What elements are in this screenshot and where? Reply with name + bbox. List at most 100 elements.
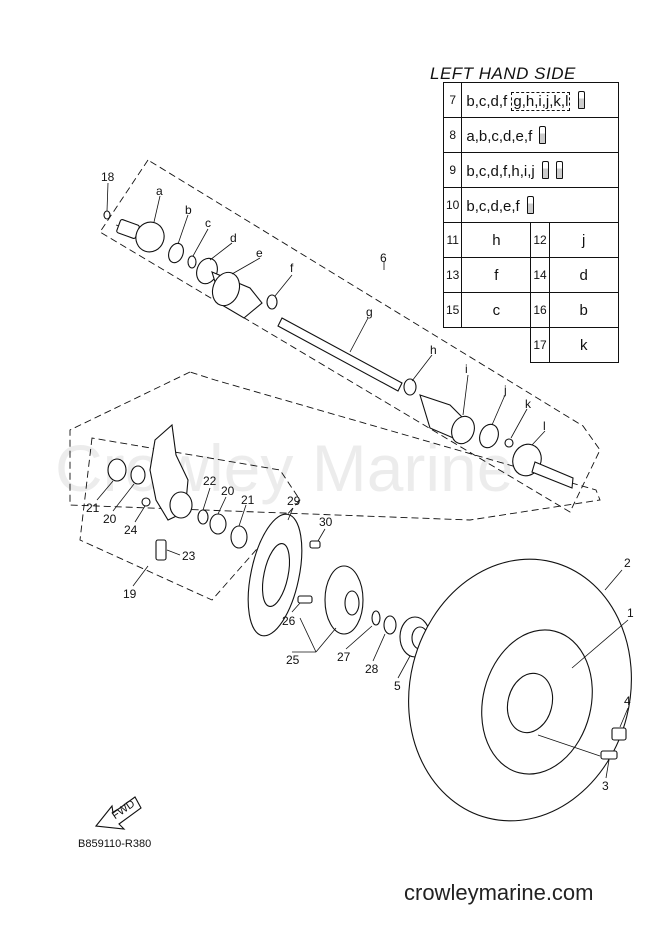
callout-a: a <box>156 184 163 198</box>
grease-bottle-icon <box>577 90 585 109</box>
legend-row: 15 c 16 b <box>442 292 619 328</box>
bearing-20 <box>130 465 146 485</box>
grease-bottle-icon <box>541 160 549 179</box>
nut-28 <box>383 615 397 635</box>
legend-value: k <box>548 327 619 363</box>
legend-row: 10 b,c,d,e,f <box>442 187 619 223</box>
callout-5: 5 <box>394 679 401 693</box>
grease-bottle-icon <box>556 160 564 179</box>
callout-27: 27 <box>337 650 351 664</box>
legend-num: 12 <box>530 222 550 258</box>
callout-22: 22 <box>203 474 217 488</box>
legend-num: 15 <box>442 292 463 328</box>
wheel-nut-4 <box>611 727 627 741</box>
legend-num: 9 <box>442 152 463 188</box>
legend-code-text: a,b,c,d,e,f <box>466 127 533 145</box>
legend-num: 17 <box>530 327 550 363</box>
washer-28 <box>371 610 381 626</box>
boot-e <box>211 271 263 319</box>
callout-b: b <box>185 203 192 217</box>
callout-18: 18 <box>101 170 115 184</box>
legend-value: d <box>548 257 619 293</box>
circlip-24 <box>141 497 151 507</box>
legend-code: b,c,d,f g,h,i,j,k,l <box>461 82 619 118</box>
legend-empty-cell <box>443 327 532 363</box>
callout-23: 23 <box>182 549 196 563</box>
callout-f: f <box>290 261 294 275</box>
oring-18 <box>103 210 111 220</box>
legend-code-text: b,c,d,e,f <box>466 197 520 215</box>
circlip-b <box>168 242 184 264</box>
callout-6: 6 <box>380 251 387 265</box>
callout-20a: 20 <box>103 512 117 526</box>
callout-24: 24 <box>124 523 138 537</box>
callout-d: d <box>230 231 237 245</box>
knuckle-group-boundary <box>79 437 301 601</box>
legend-value: f <box>461 257 532 293</box>
legend-code-group: g,h,i,j,k,l <box>511 91 571 111</box>
callout-h: h <box>430 343 437 357</box>
bolt-30 <box>309 540 321 549</box>
callout-19: 19 <box>123 587 137 601</box>
legend-value: b <box>548 292 619 328</box>
callout-26: 26 <box>282 614 296 628</box>
legend-value: j <box>548 222 619 258</box>
circlip-k <box>504 438 514 448</box>
callout-e: e <box>256 246 263 260</box>
legend-num: 16 <box>530 292 550 328</box>
inner-cv-joint-l <box>512 443 574 489</box>
legend-row: 17 k <box>443 327 619 363</box>
diagram-ref-code: B859110-R380 <box>78 838 152 850</box>
callout-k: k <box>525 397 532 411</box>
driveshaft-group-boundary <box>99 159 601 513</box>
oil-seal-21 <box>107 458 127 482</box>
callout-25: 25 <box>286 653 300 667</box>
legend-code-text: b,c,d,f,h,i,j <box>466 162 535 180</box>
oil-seal-21b <box>230 525 248 549</box>
callout-1: 1 <box>627 606 634 620</box>
legend-row: 9 b,c,d,f,h,i,j <box>442 152 619 188</box>
legend-code: b,c,d,e,f <box>461 187 619 223</box>
boot-band-h <box>403 378 417 396</box>
legend-row: 13 f 14 d <box>442 257 619 293</box>
bolt-26 <box>297 595 313 604</box>
callout-2: 2 <box>624 556 631 570</box>
callout-g: g <box>366 305 373 319</box>
callout-l: l <box>543 419 546 433</box>
site-footer: crowleymarine.com <box>404 880 594 905</box>
callout-29: 29 <box>287 494 301 508</box>
boot-i <box>419 394 475 445</box>
hub-27 <box>324 565 364 635</box>
grease-bottle-icon <box>526 195 534 214</box>
watermark: Crowley Marine <box>55 431 514 505</box>
legend-title: LEFT HAND SIDE <box>430 64 576 83</box>
legend-value: h <box>461 222 532 258</box>
fwd-arrow-icon: FWD <box>94 796 142 830</box>
legend-code: b,c,d,f,h,i,j <box>461 152 619 188</box>
circlip-c <box>187 255 197 269</box>
legend-value: c <box>461 292 532 328</box>
callout-20b: 20 <box>221 484 235 498</box>
callout-c: c <box>205 216 211 230</box>
boot-band-j <box>479 423 499 449</box>
axle-group-boundary <box>69 371 601 521</box>
callout-30: 30 <box>319 515 333 529</box>
callout-21a: 21 <box>86 501 100 515</box>
leader-lines <box>96 182 629 779</box>
legend-num: 14 <box>530 257 550 293</box>
legend-num: 13 <box>442 257 463 293</box>
shaft-g <box>277 317 403 392</box>
legend-num: 8 <box>442 117 463 153</box>
legend-table: 7 b,c,d,f g,h,i,j,k,l 8 a,b,c,d,e,f 9 b,… <box>442 82 619 363</box>
callout-i: i <box>465 362 468 376</box>
valve-3 <box>600 750 618 760</box>
callout-28: 28 <box>365 662 379 676</box>
legend-num: 7 <box>442 82 463 118</box>
legend-num: 11 <box>442 222 463 258</box>
callout-labels: 18 a b c d e f 6 g h i j k l 21 20 24 22… <box>86 170 634 793</box>
legend-row: 11 h 12 j <box>442 222 619 258</box>
bearing-20b <box>209 513 227 535</box>
legend-row: 8 a,b,c,d,e,f <box>442 117 619 153</box>
legend-code: a,b,c,d,e,f <box>461 117 619 153</box>
